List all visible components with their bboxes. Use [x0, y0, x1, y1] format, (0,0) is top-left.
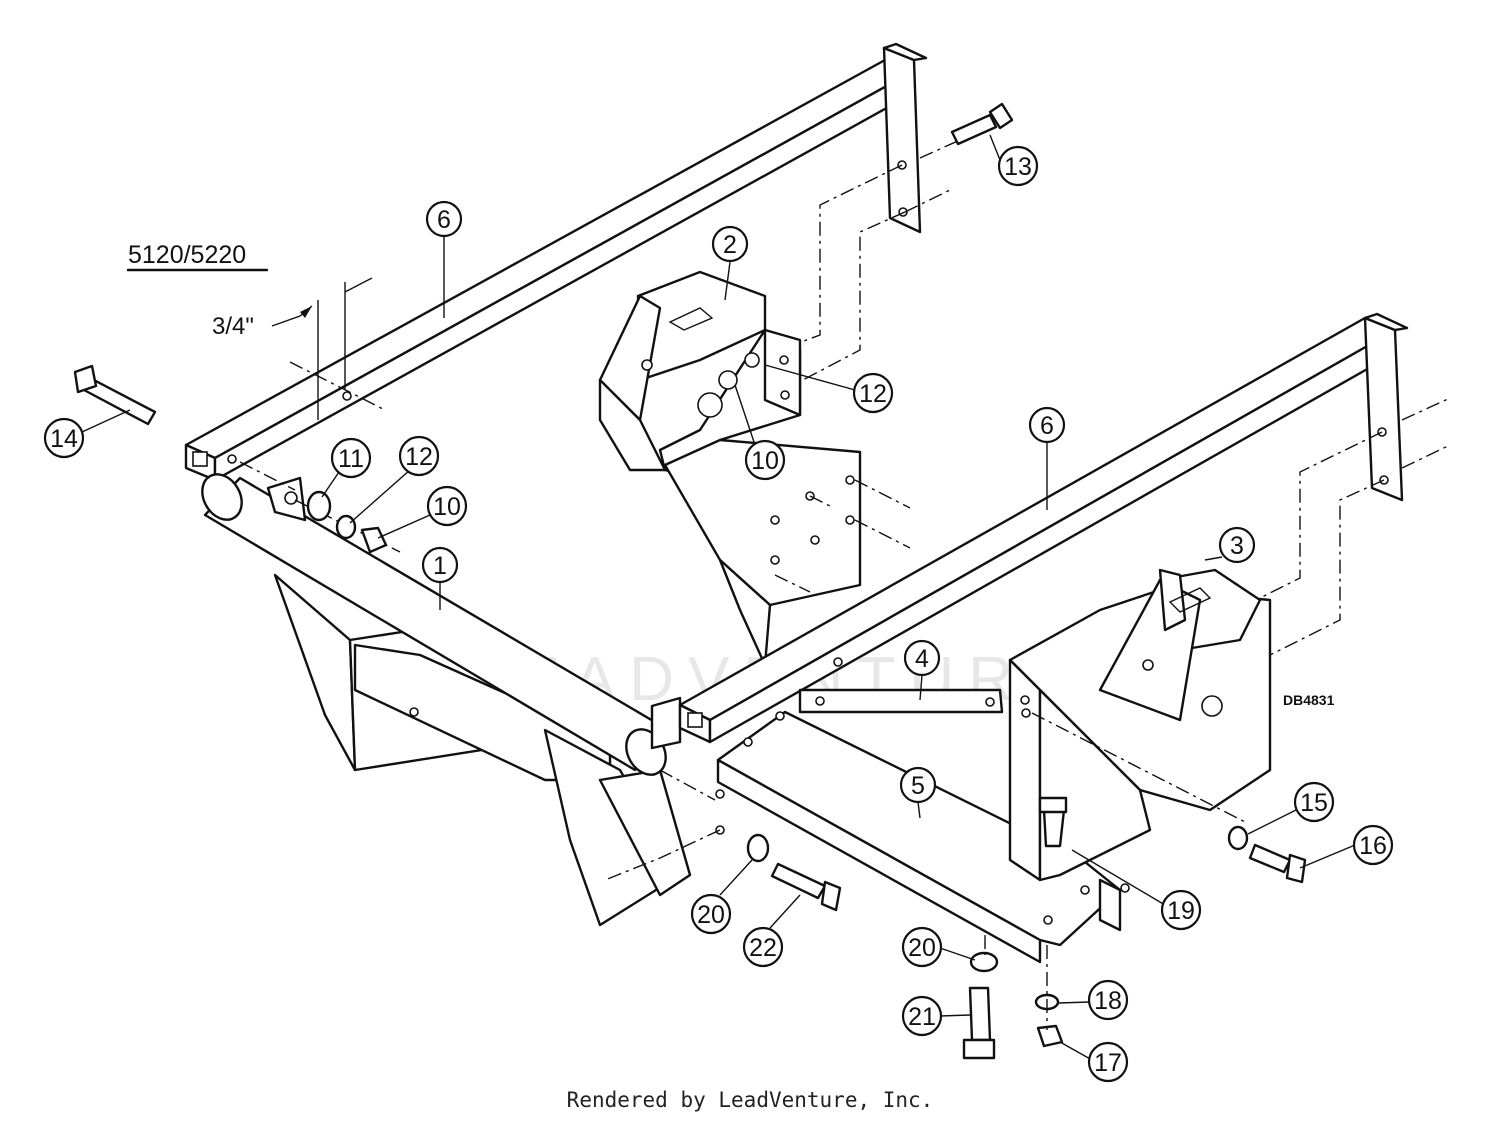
svg-text:17: 17: [1094, 1049, 1122, 1077]
callout-5: 5: [899, 766, 937, 804]
lower-rail: [678, 312, 1409, 744]
svg-text:19: 19: [1167, 897, 1195, 925]
svg-text:20: 20: [697, 901, 725, 929]
svg-text:5: 5: [911, 772, 925, 800]
footer-credit: Rendered by LeadVenture, Inc.: [566, 1088, 934, 1112]
svg-text:11: 11: [338, 445, 364, 473]
callout-4: 4: [903, 639, 941, 677]
svg-text:1: 1: [433, 552, 447, 580]
svg-text:13: 13: [1004, 153, 1032, 181]
main-frame: [201, 473, 692, 927]
svg-text:12: 12: [405, 443, 433, 471]
svg-text:10: 10: [433, 493, 461, 521]
upper-rail: [184, 42, 928, 482]
callout-14: 14: [43, 417, 85, 459]
callout-22: 22: [742, 926, 784, 968]
callout-6-lower: 6: [1028, 406, 1066, 444]
svg-text:14: 14: [50, 425, 78, 453]
svg-text:21: 21: [908, 1003, 936, 1031]
svg-text:22: 22: [749, 934, 777, 962]
callout-1: 1: [421, 546, 459, 584]
callout-15: 15: [1293, 781, 1335, 823]
svg-text:3: 3: [1230, 532, 1244, 560]
callout-6-upper: 6: [425, 200, 463, 238]
drawing-code: DB4831: [1283, 692, 1335, 708]
svg-text:20: 20: [908, 934, 936, 962]
svg-text:10: 10: [751, 447, 779, 475]
svg-text:18: 18: [1094, 987, 1122, 1015]
dimension-label: 3/4": [212, 313, 254, 340]
callout-3: 3: [1218, 526, 1256, 564]
svg-text:6: 6: [1040, 412, 1054, 440]
svg-text:6: 6: [437, 206, 451, 234]
callout-20-left: 20: [690, 893, 732, 935]
model-label: 5120/5220: [128, 241, 246, 269]
callout-10-left: 10: [426, 485, 468, 527]
callout-13: 13: [997, 145, 1039, 187]
callout-18: 18: [1087, 979, 1129, 1021]
hardware: [73, 102, 1307, 1060]
callout-11: 11: [330, 437, 372, 479]
leader-lines: [81, 134, 1356, 1061]
callout-17: 17: [1087, 1041, 1129, 1083]
callout-12-upper: 12: [852, 372, 894, 414]
bracket-2: [598, 270, 862, 667]
callout-16: 16: [1352, 824, 1394, 866]
callout-19: 19: [1160, 889, 1202, 931]
callout-12-left: 12: [398, 435, 440, 477]
callout-2: 2: [711, 225, 749, 263]
lower-channel: [715, 688, 1122, 964]
svg-text:12: 12: [859, 380, 887, 408]
svg-text:16: 16: [1359, 832, 1387, 860]
callout-20-lower: 20: [901, 926, 943, 968]
svg-text:4: 4: [915, 645, 929, 673]
svg-text:15: 15: [1300, 789, 1328, 817]
svg-text:2: 2: [723, 231, 737, 259]
callout-10-upper: 10: [744, 439, 786, 481]
callout-21: 21: [901, 995, 943, 1037]
bracket-3: [1008, 568, 1272, 893]
